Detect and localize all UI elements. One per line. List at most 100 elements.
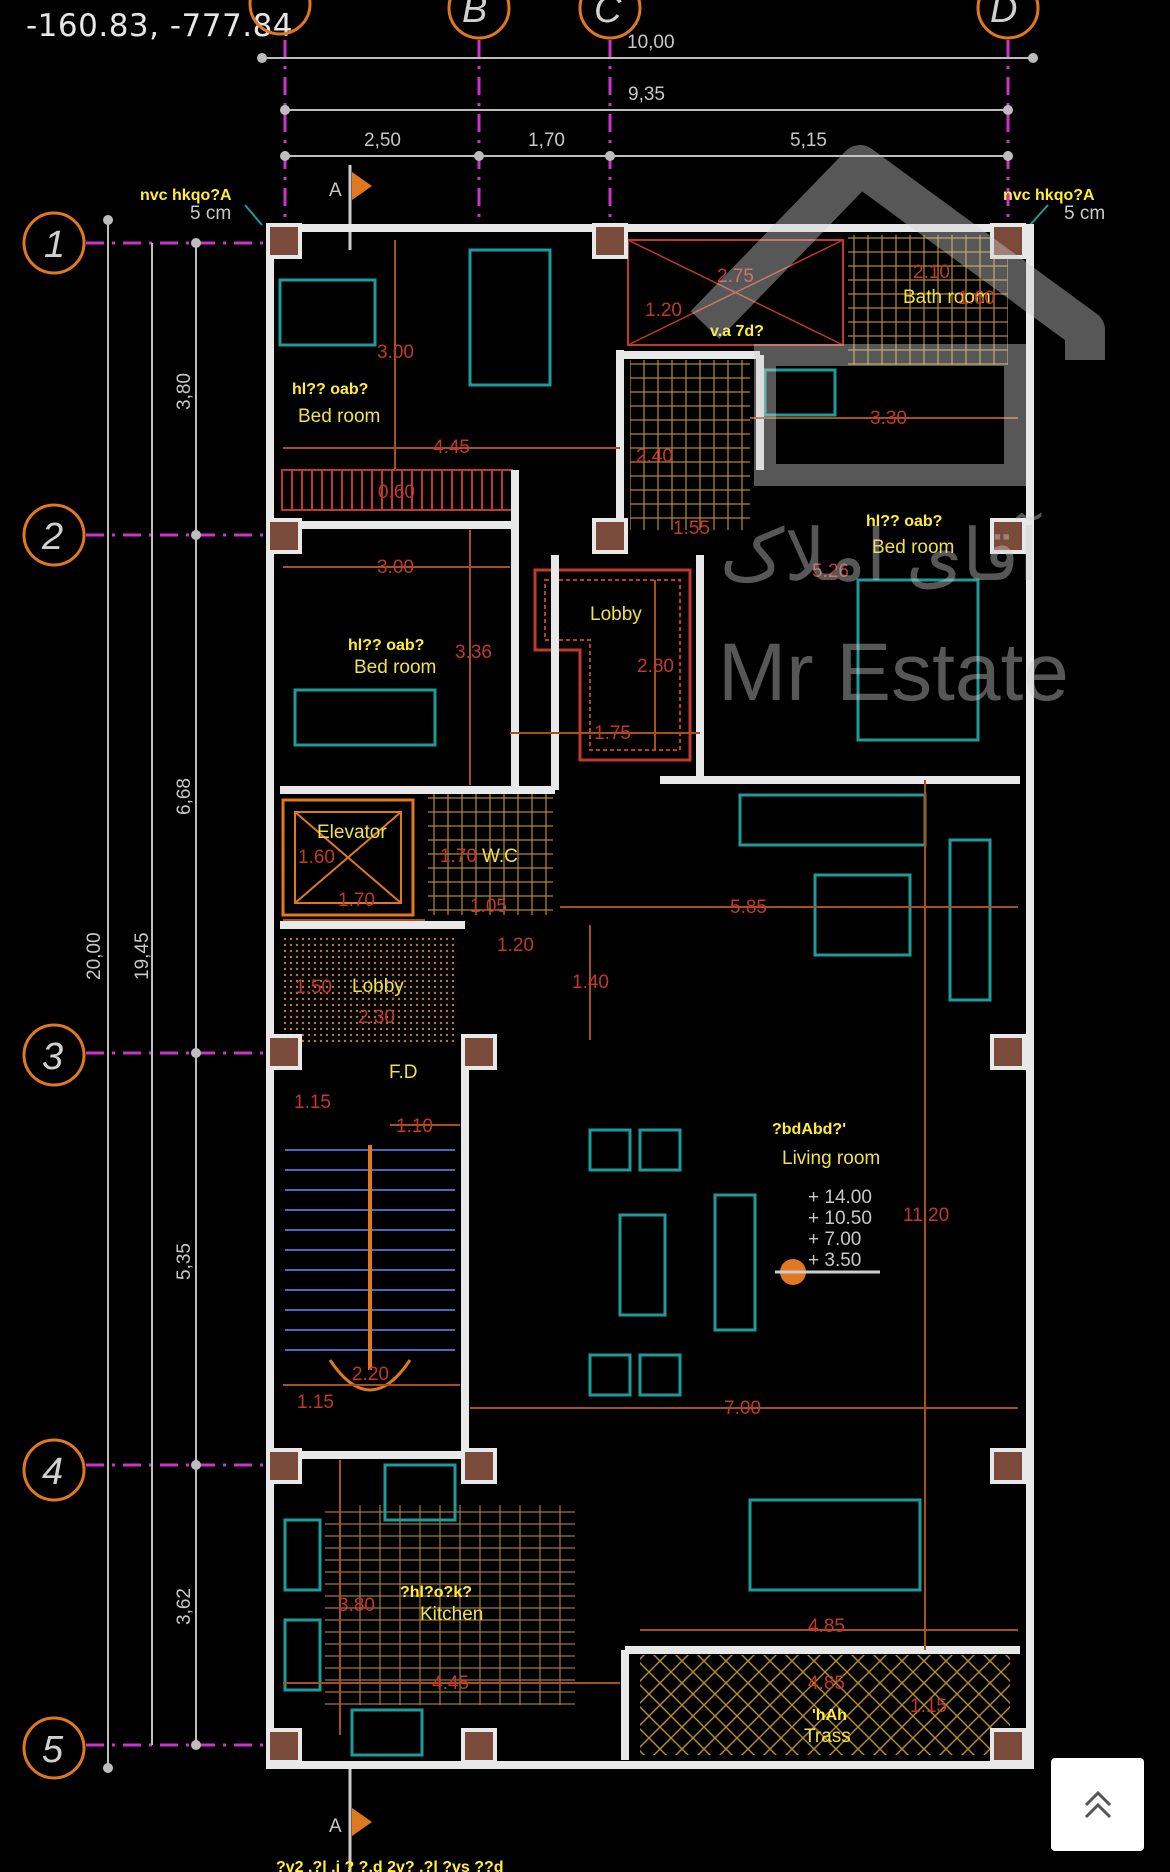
grid-label-5: 5 <box>42 1729 64 1771</box>
interior-dimension-lines <box>283 240 1018 1735</box>
dim-seg-1: 2,50 <box>364 130 401 151</box>
bath-label: Bath room <box>903 287 991 308</box>
wc-label: W.C <box>482 846 518 867</box>
living-glyph: ?bdAbd?' <box>772 1121 846 1138</box>
svg-text:1.55: 1.55 <box>673 518 710 539</box>
svg-text:+ 7.00: + 7.00 <box>808 1229 861 1250</box>
svg-text:5.85: 5.85 <box>730 897 767 918</box>
svg-text:3.36: 3.36 <box>455 642 492 663</box>
svg-text:1.60: 1.60 <box>298 847 335 868</box>
floor-levels: + 14.00 + 10.50 + 7.00 + 3.50 <box>775 1187 880 1285</box>
dim-total-width: 10,00 <box>627 32 675 53</box>
terrace-label: Trass <box>804 1726 851 1747</box>
svg-text:5 cm: 5 cm <box>1064 203 1105 224</box>
floor-finishes <box>281 235 1010 1755</box>
svg-text:4.45: 4.45 <box>433 437 470 458</box>
dim-row-1: 3,80 <box>174 373 195 410</box>
svg-text:1.20: 1.20 <box>497 935 534 956</box>
svg-text:2.30: 2.30 <box>358 1007 395 1028</box>
svg-text:nvc hkqo?A: nvc hkqo?A <box>140 187 232 204</box>
svg-text:1.70: 1.70 <box>440 846 477 867</box>
kitchen-label: Kitchen <box>420 1604 483 1625</box>
dim-row-2: 6,68 <box>174 778 195 815</box>
svg-text:2.10: 2.10 <box>913 262 950 283</box>
svg-text:A: A <box>329 180 342 201</box>
top-dimensions <box>257 53 1038 161</box>
elevator-label: Elevator <box>317 822 387 843</box>
svg-text:7.00: 7.00 <box>724 1398 761 1419</box>
terrace-glyph: 'hAh <box>812 1707 847 1724</box>
svg-text:1.50: 1.50 <box>295 977 332 998</box>
wall-note-left: nvc hkqo?A 5 cm <box>140 187 263 226</box>
svg-text:1.05: 1.05 <box>470 896 507 917</box>
fd-label: F.D <box>389 1062 418 1083</box>
lobby1-label: Lobby <box>590 604 642 625</box>
watermark-persian: آقای املاک <box>720 512 1042 596</box>
svg-text:1.70: 1.70 <box>338 890 375 911</box>
svg-text:11.20: 11.20 <box>903 1205 949 1226</box>
vertical-grid-axes <box>283 40 1010 220</box>
svg-text:1.20: 1.20 <box>645 300 682 321</box>
section-marker-bottom: A <box>329 1766 372 1872</box>
svg-text:1.10: 1.10 <box>396 1116 433 1137</box>
scroll-to-top-button[interactable] <box>1051 1758 1144 1851</box>
cursor-coordinates: -160.83, -777.84 <box>26 8 294 44</box>
bed2-glyph: hl?? oab? <box>866 513 942 530</box>
svg-text:3.80: 3.80 <box>338 1595 375 1616</box>
svg-text:4.45: 4.45 <box>432 1673 469 1694</box>
svg-text:0.60: 0.60 <box>378 482 415 503</box>
dim-total-height: 20,00 <box>84 932 105 980</box>
dim-inner-width: 9,35 <box>628 84 665 105</box>
grid-bubbles-top: B C D <box>248 0 1040 40</box>
grid-label-c: C <box>594 0 622 31</box>
dim-row-4: 3,62 <box>174 1588 195 1625</box>
bottom-text-strip: ?v2 .?l .i ? ?.d 2v? .?l ?vs ??d <box>276 1859 504 1872</box>
dim-seg-2: 1,70 <box>528 130 565 151</box>
lobby2-label: Lobby <box>352 976 404 997</box>
svg-text:+ 14.00: + 14.00 <box>808 1187 872 1208</box>
grid-label-4: 4 <box>42 1451 63 1493</box>
grid-label-2: 2 <box>41 516 63 558</box>
staircase <box>285 1145 455 1392</box>
svg-text:1.75: 1.75 <box>594 723 631 744</box>
wall-note-right: nvc hkqo?A 5 cm <box>1003 187 1105 226</box>
grid-label-1: 1 <box>44 224 65 266</box>
svg-text:5 cm: 5 cm <box>190 203 231 224</box>
bed1-label: Bed room <box>298 406 380 427</box>
svg-text:3.00: 3.00 <box>377 557 414 578</box>
chevron-double-up-icon <box>1084 1790 1111 1818</box>
bed3-glyph: hl?? oab? <box>348 637 424 654</box>
elevator-shaft <box>281 798 415 917</box>
bed2-label: Bed room <box>872 537 954 558</box>
svg-text:3.00: 3.00 <box>377 342 414 363</box>
walls <box>266 224 1034 1769</box>
svg-text:1.60: 1.60 <box>958 288 995 309</box>
watermark-english: Mr Estate <box>718 627 1069 718</box>
grid-label-d: D <box>990 0 1017 31</box>
svg-text:1.15: 1.15 <box>297 1392 334 1413</box>
room-dimension-values: 3.00 4.45 0.60 3.00 3.36 2.80 1.75 1.60 … <box>294 262 995 1717</box>
grid-label-b: B <box>462 0 487 31</box>
bed1-glyph: hl?? oab? <box>292 381 368 398</box>
svg-text:4.85: 4.85 <box>808 1673 845 1694</box>
watermark: آقای املاک Mr Estate <box>690 145 1105 718</box>
room-labels: hl?? oab? Bed room hl?? oab? Bed room hl… <box>292 287 991 1747</box>
dim-inner-height: 19,45 <box>132 932 153 980</box>
left-dimensions <box>103 215 201 1773</box>
svg-text:5.26: 5.26 <box>812 561 849 582</box>
svg-text:nvc hkqo?A: nvc hkqo?A <box>1003 187 1095 204</box>
svg-text:+ 3.50: + 3.50 <box>808 1250 861 1271</box>
structural-columns <box>266 223 1026 1764</box>
svg-text:1.15: 1.15 <box>294 1092 331 1113</box>
horizontal-grid-axes <box>86 241 270 1747</box>
section-marker-top: A <box>329 165 372 250</box>
bed3-label: Bed room <box>354 657 436 678</box>
svg-text:A: A <box>329 1816 342 1837</box>
dim-row-3: 5,35 <box>174 1243 195 1280</box>
svg-text:2.40: 2.40 <box>636 446 673 467</box>
dim-seg-3: 5,15 <box>790 130 827 151</box>
svg-text:3.30: 3.30 <box>870 408 907 429</box>
svg-text:1.40: 1.40 <box>572 972 609 993</box>
svg-text:4.85: 4.85 <box>808 1616 845 1637</box>
